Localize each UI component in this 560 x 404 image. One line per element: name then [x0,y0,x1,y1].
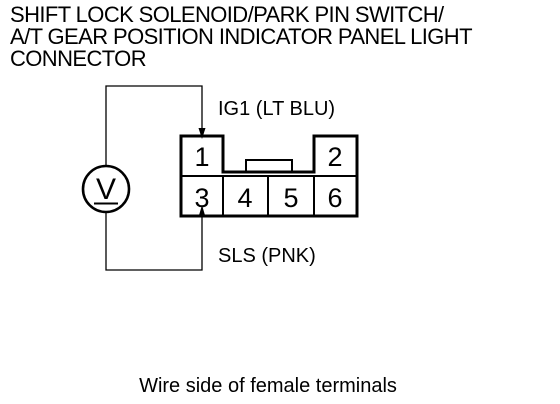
pin-5: 5 [283,183,298,213]
bottom-test-lead [105,213,203,271]
bottom-probe-arrow [198,205,206,217]
ig1-wire-label: IG1 (LT BLU) [218,98,335,120]
connector-housing [179,134,359,218]
connector-locking-tab [245,159,293,173]
title-line-2: A/T GEAR POSITION INDICATOR PANEL LIGHT [10,24,473,49]
top-test-lead [105,85,203,165]
pin-6: 6 [327,183,342,213]
pin-3: 3 [194,183,209,213]
voltmeter-symbol: V [96,173,116,206]
pin-1: 1 [194,142,209,172]
title-line-3: CONNECTOR [10,46,147,71]
diagram-caption: Wire side of female terminals [139,375,397,397]
title-line-1: SHIFT LOCK SOLENOID/PARK PIN SWITCH/ [10,2,444,27]
diagram-title: SHIFT LOCK SOLENOID/PARK PIN SWITCH/ A/T… [10,4,555,70]
top-probe-arrow [198,128,206,139]
connector-outline [179,134,359,218]
connector-pins: 1 2 3 4 5 6 [194,142,342,213]
sls-wire-label: SLS (PNK) [218,245,316,267]
voltmeter-icon: V [81,164,131,214]
pin-4: 4 [237,183,252,213]
pin-2: 2 [327,142,342,172]
test-lead-wires [105,85,203,271]
